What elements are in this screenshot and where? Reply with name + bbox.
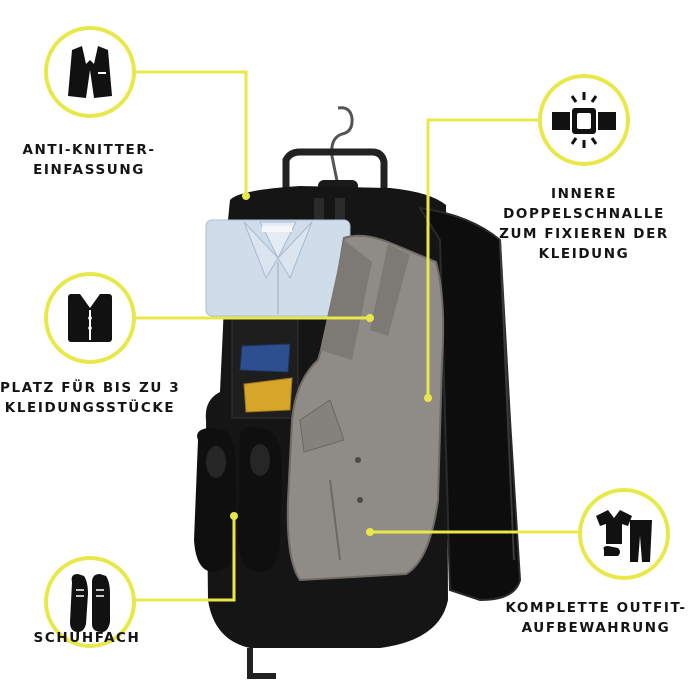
label-inner-buckle: INNERE DOPPELSCHNALLE ZUM FIXIEREN DER K… <box>499 186 669 262</box>
folded-shirt-icon <box>68 294 112 342</box>
folded-shirt <box>205 219 351 317</box>
top-handle <box>282 148 388 196</box>
blazer-icon <box>68 46 112 98</box>
buckle-icon <box>552 92 616 148</box>
shoes-icon-circle <box>44 556 136 648</box>
label-anti-wrinkle: ANTI-KNITTER- EINFASSUNG <box>22 142 156 178</box>
bag-open-flap <box>418 206 522 602</box>
buckle-icon-circle <box>538 74 630 166</box>
blazer <box>286 234 445 582</box>
label-complete-outfit: KOMPLETTE OUTFIT- AUFBEWAHRUNG <box>505 600 687 636</box>
shoes-icon <box>70 574 110 632</box>
blazer-icon-circle <box>44 26 136 118</box>
shoes <box>194 426 282 572</box>
folded-shirt-icon-circle <box>44 272 136 364</box>
outfit-icon <box>596 510 652 562</box>
label-shoe-compartment: SCHUHFACH <box>33 630 141 646</box>
connector-lines <box>136 70 580 602</box>
gold-tie <box>243 377 293 413</box>
outfit-icon-circle <box>578 488 670 580</box>
label-three-garments: PLATZ FÜR BIS ZU 3 KLEIDUNGSSTÜCKE <box>0 380 181 416</box>
blue-tie <box>239 343 291 373</box>
